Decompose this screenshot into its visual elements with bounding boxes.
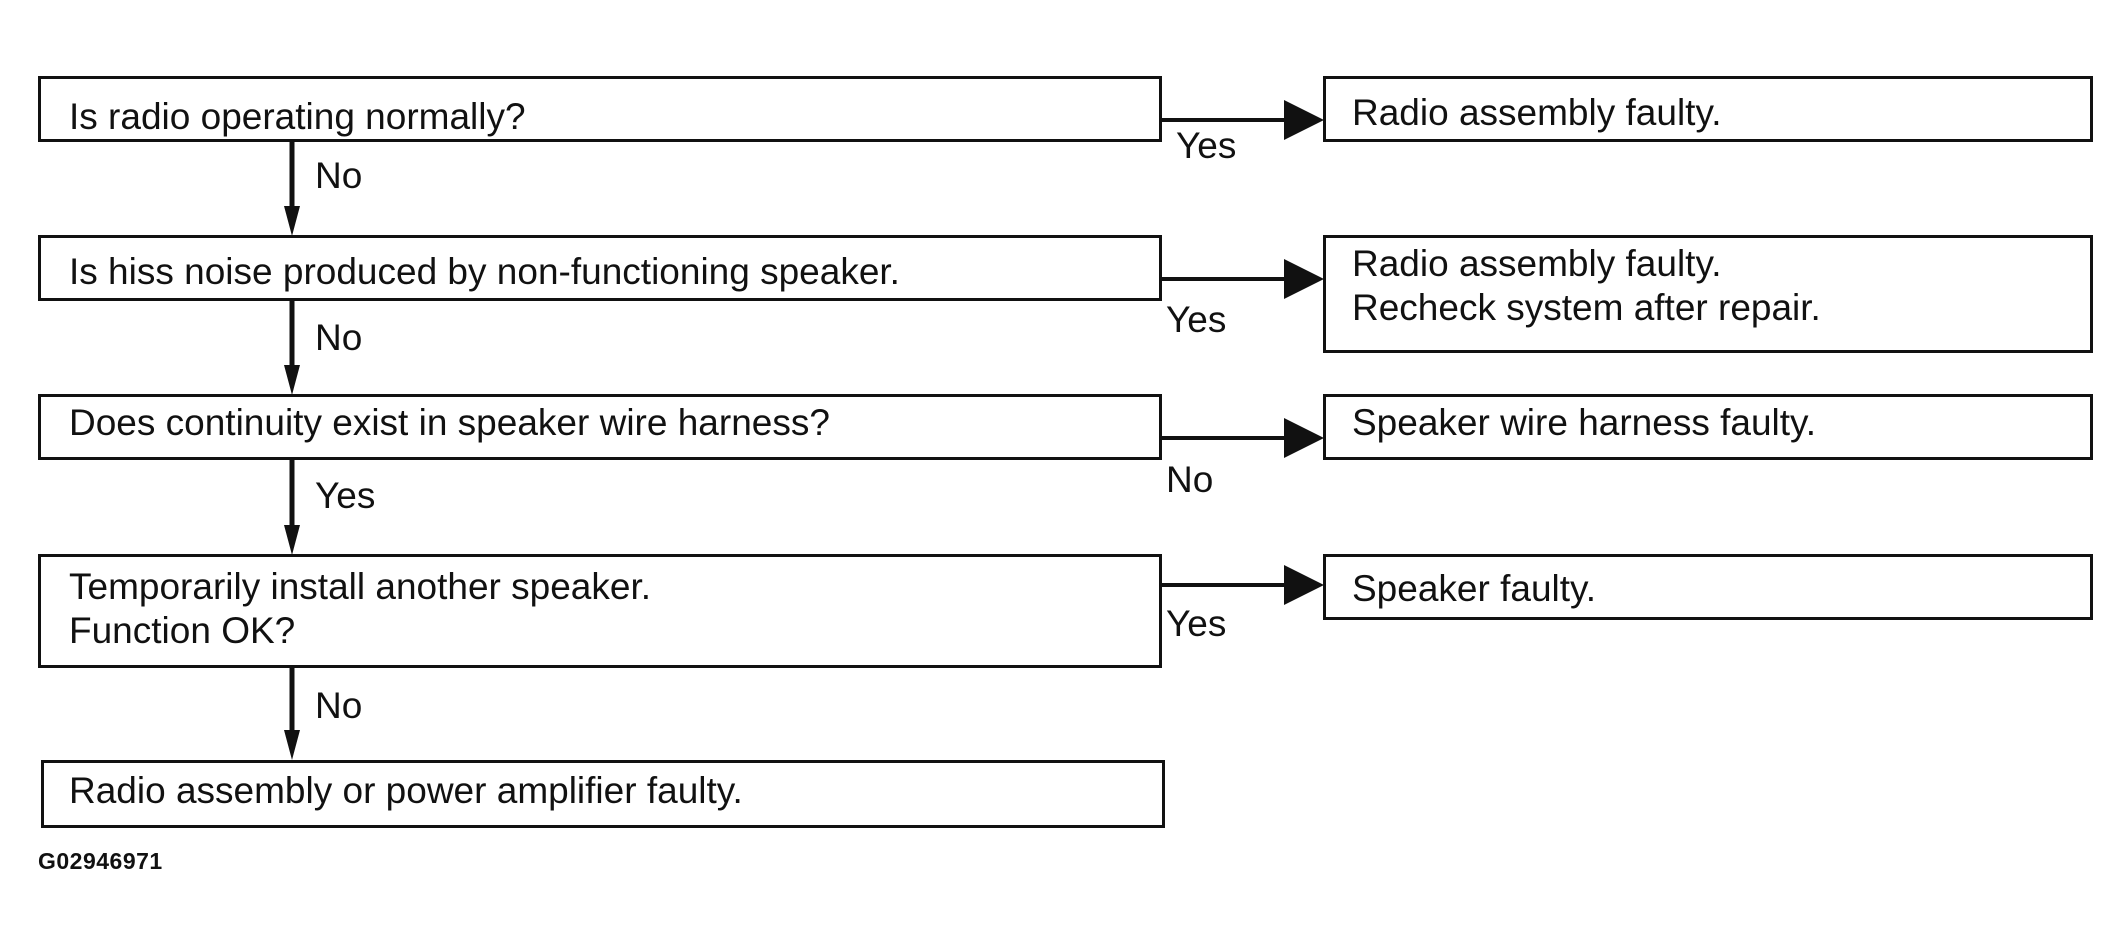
question-box-1: Is radio operating normally?: [38, 76, 1162, 142]
right-label-4: Yes: [1166, 603, 1227, 644]
result-text-4: Speaker faulty.: [1352, 568, 1597, 609]
result-text-2: Radio assembly faulty. Recheck system af…: [1352, 243, 1821, 328]
down-label-2: No: [315, 317, 363, 358]
down-label-4: No: [315, 685, 363, 726]
right-label-1: Yes: [1176, 125, 1237, 166]
result-box-3: Speaker wire harness faulty.: [1323, 394, 2093, 460]
question-box-2: Is hiss noise produced by non-functionin…: [38, 235, 1162, 301]
result-box-1: Radio assembly faulty.: [1323, 76, 2093, 142]
right-label-3: No: [1166, 459, 1214, 500]
question-text-4: Temporarily install another speaker. Fun…: [69, 566, 652, 651]
question-text-3: Does continuity exist in speaker wire ha…: [69, 402, 830, 443]
figure-code: G02946971: [38, 848, 163, 874]
down-label-1: No: [315, 155, 363, 196]
down-label-3: Yes: [315, 475, 376, 516]
result-text-1: Radio assembly faulty.: [1352, 92, 1722, 133]
final-box: Radio assembly or power amplifier faulty…: [41, 760, 1165, 828]
question-box-4: Temporarily install another speaker. Fun…: [38, 554, 1162, 668]
question-box-3: Does continuity exist in speaker wire ha…: [38, 394, 1162, 460]
right-label-2: Yes: [1166, 299, 1227, 340]
final-box-text: Radio assembly or power amplifier faulty…: [69, 770, 743, 811]
question-text-2: Is hiss noise produced by non-functionin…: [69, 251, 900, 292]
result-box-4: Speaker faulty.: [1323, 554, 2093, 620]
result-text-3: Speaker wire harness faulty.: [1352, 402, 1817, 443]
question-text-1: Is radio operating normally?: [69, 96, 526, 137]
result-box-2: Radio assembly faulty. Recheck system af…: [1323, 235, 2093, 353]
